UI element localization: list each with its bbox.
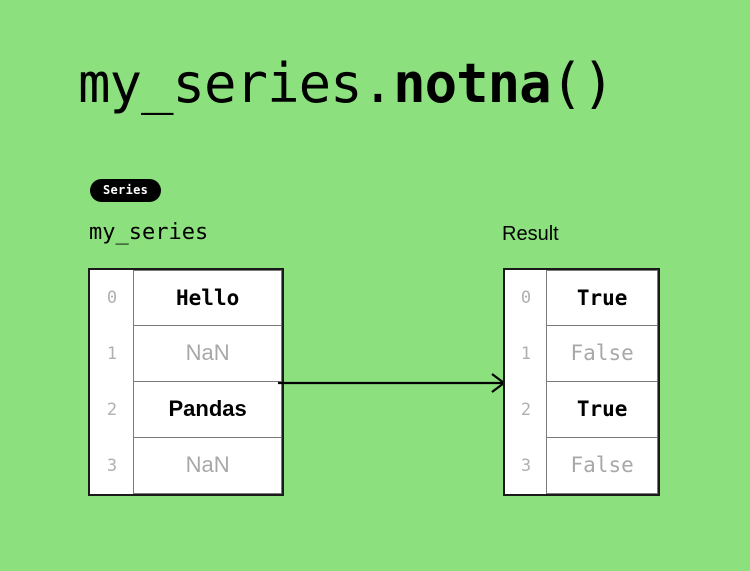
page-title: my_series.notna(): [78, 52, 615, 116]
table-row: 1 False: [505, 324, 658, 382]
table-row: 3 NaN: [90, 436, 282, 494]
row-value: True: [576, 397, 628, 422]
row-value-cell: True: [546, 270, 658, 326]
title-method: notna: [393, 52, 552, 115]
row-value: NaN: [185, 452, 230, 478]
row-index: 0: [90, 270, 134, 326]
series-table-input: 0 Hello 1 NaN 2 Pandas 3 NaN: [88, 268, 284, 496]
row-index: 2: [505, 382, 547, 438]
left-table-caption: my_series: [89, 220, 209, 245]
series-table-result: 0 True 1 False 2 True 3 False: [503, 268, 660, 496]
row-value: True: [576, 286, 628, 310]
transform-arrow-icon: [278, 373, 506, 393]
table-row: 3 False: [505, 436, 658, 494]
row-value: False: [570, 341, 634, 366]
row-value: NaN: [185, 340, 230, 366]
table-row: 2 Pandas: [90, 380, 282, 438]
table-row: 0 True: [505, 270, 658, 326]
table-row: 2 True: [505, 380, 658, 438]
row-value-cell: NaN: [133, 436, 282, 494]
table-row: 0 Hello: [90, 270, 282, 326]
row-value-cell: Hello: [133, 270, 282, 326]
row-value-cell: False: [546, 436, 658, 494]
row-index: 2: [90, 382, 134, 438]
row-value-cell: NaN: [133, 324, 282, 382]
table-row: 1 NaN: [90, 324, 282, 382]
row-value-cell: False: [546, 324, 658, 382]
row-index: 3: [90, 438, 134, 494]
row-value-cell: True: [546, 380, 658, 438]
row-value: Hello: [176, 286, 240, 310]
row-index: 3: [505, 438, 547, 494]
row-index: 0: [505, 270, 547, 326]
row-value: False: [570, 453, 634, 478]
right-table-caption: Result: [502, 223, 559, 245]
title-suffix: (): [550, 52, 615, 115]
status-badge: Series: [90, 179, 162, 202]
row-index: 1: [505, 326, 547, 382]
title-prefix: my_series.: [78, 52, 394, 115]
row-index: 1: [90, 326, 134, 382]
row-value: Pandas: [168, 396, 247, 422]
row-value-cell: Pandas: [133, 380, 282, 438]
